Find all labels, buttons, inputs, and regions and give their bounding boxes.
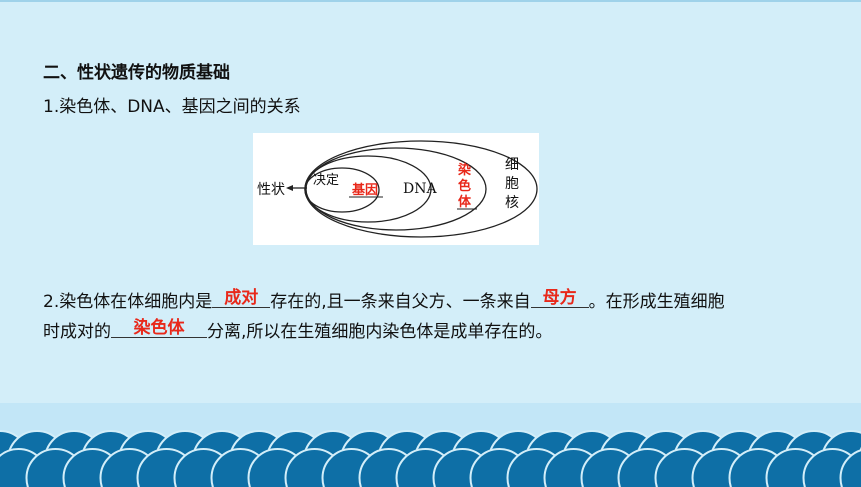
paragraph-line-2: 时成对的 染色体 分离,所以在生殖细胞内染色体是成单存在的。 [43, 317, 833, 342]
answer-1: 成对 [224, 288, 259, 308]
para-text: 2.染色体在体细胞内是 [43, 292, 213, 312]
chromosome-char-1: 染 [457, 162, 472, 178]
answer-2: 母方 [542, 288, 577, 308]
gene-ellipse [304, 167, 380, 213]
blank-1: 成对 [212, 287, 271, 308]
blank-2: 母方 [530, 287, 589, 308]
section-subtitle: 1.染色体、DNA、基因之间的关系 [43, 97, 301, 117]
top-border [0, 0, 861, 2]
trait-label: 性状 [257, 182, 285, 198]
gene-label: 基因 [351, 182, 378, 198]
decide-label: 决定 [313, 173, 339, 188]
paragraph-line-1: 2.染色体在体细胞内是成对存在的,且一条来自父方、一条来自母方。在形成生殖细胞 [43, 287, 833, 312]
nucleus-char-2: 胞 [505, 176, 519, 192]
answer-3: 染色体 [133, 318, 185, 338]
chromosome-char-2: 色 [458, 178, 471, 194]
chromosome-char-3: 体 [458, 194, 472, 210]
chromosome-ellipse [305, 147, 487, 231]
diagram-svg: 性状 决定 基因 DNA 染 色 体 细 胞 核 [257, 140, 538, 238]
wave-circle [839, 449, 861, 487]
para-text: 。在形成生殖细胞 [588, 292, 725, 312]
section-title: 二、性状遗传的物质基础 [43, 63, 230, 83]
para-text: 时成对的 [43, 322, 111, 342]
para-text: 分离,所以在生殖细胞内染色体是成单存在的。 [207, 322, 553, 342]
dna-label: DNA [403, 181, 437, 197]
wave-decoration [0, 430, 861, 487]
nucleus-char-3: 核 [505, 195, 519, 211]
arrow-head [286, 185, 293, 191]
blank-3: 染色体 [111, 317, 207, 338]
nucleus-char-1: 细 [505, 157, 519, 173]
para-text: 存在的,且一条来自父方、一条来自 [270, 292, 531, 312]
relationship-diagram: 性状 决定 基因 DNA 染 色 体 细 胞 核 [253, 133, 539, 245]
